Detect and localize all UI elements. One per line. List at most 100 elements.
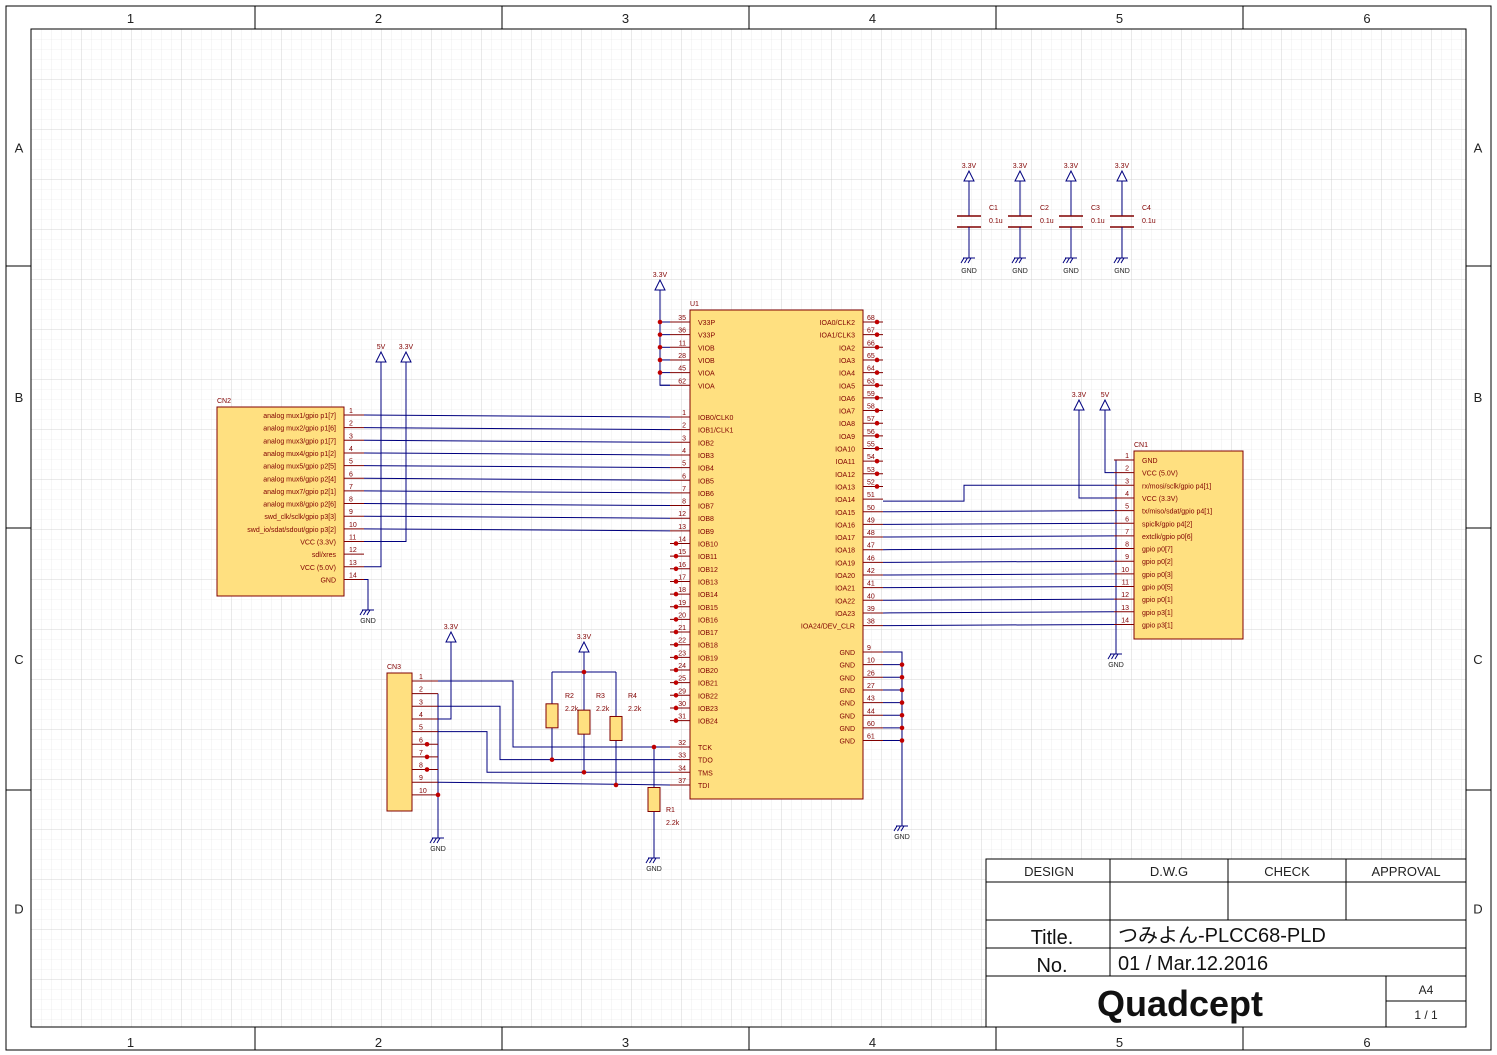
pin-name: gpio p0[1] bbox=[1142, 597, 1173, 604]
resistor-r3: R32.2k bbox=[577, 672, 610, 773]
pin-number: 57 bbox=[867, 416, 875, 423]
pin-name: GND bbox=[1142, 458, 1158, 465]
pin-number: 4 bbox=[1125, 491, 1129, 498]
pin-name: TDI bbox=[698, 783, 709, 790]
pin-name: tx/miso/sdat/gpio p4[1] bbox=[1142, 509, 1212, 516]
pin-name: IOA22 bbox=[835, 598, 855, 605]
frame-column-label: 6 bbox=[1363, 1035, 1370, 1050]
pin-number: 25 bbox=[678, 676, 686, 683]
pin-name: IOB8 bbox=[698, 516, 714, 523]
capacitor-ref: C3 bbox=[1091, 205, 1100, 212]
pin-number: 40 bbox=[867, 593, 875, 600]
pin-name: analog mux1/gpio p1[7] bbox=[263, 413, 336, 420]
capacitor-value: 0.1u bbox=[989, 218, 1003, 225]
pin-number: 15 bbox=[678, 549, 686, 556]
pin-number: 8 bbox=[682, 499, 686, 506]
junction-dot bbox=[874, 420, 880, 426]
pin-number: 6 bbox=[349, 471, 353, 478]
junction-dot bbox=[874, 382, 880, 388]
pin-number: 3 bbox=[349, 433, 353, 440]
resistor-value: 2.2k bbox=[666, 820, 680, 827]
pin-number: 24 bbox=[678, 663, 686, 670]
pin-number: 63 bbox=[867, 378, 875, 385]
gnd-net-label: GND bbox=[1012, 268, 1028, 275]
pin-name: V33P bbox=[698, 320, 715, 327]
resistor-r2: R2 2.2k bbox=[545, 672, 579, 760]
cn2-3v3-wire bbox=[364, 366, 407, 542]
cn3-pin: 1 bbox=[412, 674, 438, 682]
cn3-pin: 9 bbox=[412, 775, 438, 783]
wires bbox=[363, 294, 1117, 832]
tb-no-label: No. bbox=[1036, 955, 1067, 977]
pin-name: IOA11 bbox=[836, 459, 855, 466]
resistor-ref: R1 bbox=[666, 807, 675, 814]
cn2-u1-signal-wire bbox=[363, 515, 671, 519]
cn2-5v-symbol: 5V bbox=[375, 344, 387, 366]
pin-name: IOB22 bbox=[698, 693, 718, 700]
cn1-pin: 3rx/mosi/sclk/gpio p4[1] bbox=[1114, 478, 1211, 490]
frame-row-label: B bbox=[15, 390, 24, 405]
pin-number: 51 bbox=[867, 492, 875, 499]
pin-number: 44 bbox=[867, 708, 875, 715]
pin-name: IOA2 bbox=[839, 345, 855, 352]
pin-name: GND bbox=[839, 675, 855, 682]
pin-name: IOB3 bbox=[698, 453, 714, 460]
pin-name: VIOB bbox=[698, 345, 715, 352]
pin-name: IOB11 bbox=[698, 554, 717, 561]
pin-number: 18 bbox=[678, 587, 686, 594]
frame-row-label: D bbox=[14, 902, 23, 917]
resistor-ref: R3 bbox=[596, 693, 605, 700]
pin-name: IOA18 bbox=[835, 548, 855, 555]
junction-dot bbox=[874, 471, 880, 477]
pin-name: IOB13 bbox=[698, 579, 718, 586]
pin-number: 5 bbox=[1125, 504, 1129, 511]
cn3-3v3-symbol: 3.3V bbox=[444, 624, 459, 646]
pin-number: 54 bbox=[867, 454, 875, 461]
pin-name: IOA17 bbox=[835, 535, 855, 542]
u1-ground-symbol: GND bbox=[893, 820, 910, 841]
u1-power-symbol: 3.3V bbox=[653, 272, 668, 294]
junction-dot bbox=[874, 357, 880, 363]
junction-dot bbox=[673, 553, 679, 559]
cn3-ground-symbol: GND bbox=[429, 832, 446, 853]
pin-number: 23 bbox=[678, 650, 686, 657]
junction-dot bbox=[657, 357, 663, 363]
pin-name: IOA3 bbox=[839, 358, 855, 365]
junction-dot bbox=[673, 705, 679, 711]
cn1-pin: 5 tx/miso/sdat/gpio p4[1] bbox=[1114, 504, 1212, 516]
u1-plcc68-pld: U135V33P36V33P11VIOB28VIOB45VIOA62VIOA1I… bbox=[670, 301, 883, 800]
pin-number: 38 bbox=[867, 619, 875, 626]
pin-number: 9 bbox=[867, 645, 871, 652]
pullup-3v3-symbol: 3.3V bbox=[577, 634, 592, 656]
gnd-net-label: GND bbox=[430, 846, 446, 853]
junction-dot bbox=[673, 629, 679, 635]
pin-name: GND bbox=[839, 726, 855, 733]
parts: U135V33P36V33P11VIOB28VIOB45VIOA62VIOA1I… bbox=[216, 272, 1244, 873]
pin-number: 16 bbox=[678, 562, 686, 569]
pin-name: analog mux7/gpio p2[1] bbox=[263, 489, 336, 496]
frame-column-label: 4 bbox=[869, 1035, 876, 1050]
cn3-pin: 10 bbox=[412, 788, 438, 796]
pin-name: IOA8 bbox=[839, 421, 855, 428]
cn1-u1-signal-wire bbox=[882, 573, 1115, 576]
junction-dot bbox=[673, 604, 679, 610]
resistor-ref: R2 bbox=[565, 693, 574, 700]
pin-name: IOA7 bbox=[839, 409, 855, 416]
cn1-u1-signal-wire bbox=[882, 598, 1115, 601]
pin-name: IOA20 bbox=[835, 573, 855, 580]
pin-name: IOB1/CLK1 bbox=[698, 428, 734, 435]
resistor-value: 2.2k bbox=[565, 706, 579, 713]
gnd-net-label: GND bbox=[360, 618, 376, 625]
